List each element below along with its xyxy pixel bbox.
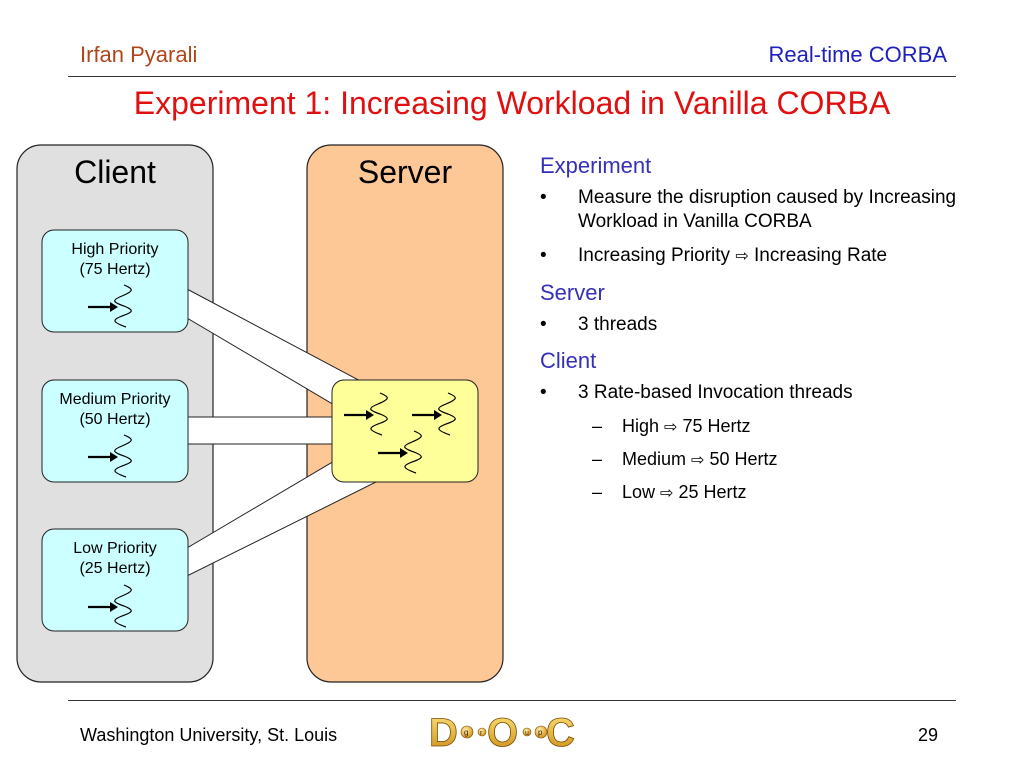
- logo-dot: [460, 725, 474, 739]
- server-label: Server: [358, 154, 453, 190]
- logo-dot: [477, 727, 487, 737]
- talk-topic: Real-time CORBA: [768, 42, 947, 67]
- sub-bullet-mark: –: [592, 416, 603, 436]
- sub-bullet-item: – High ⇨ 75 Hertz: [540, 415, 1000, 439]
- bullet-item: • 3 threads: [540, 313, 1000, 337]
- page-number: 29: [917, 725, 938, 745]
- section-heading-server: Server: [540, 280, 605, 305]
- bullet-item: • Measure the disruption caused by Incre…: [540, 186, 1000, 234]
- bullet-mark: •: [540, 187, 547, 208]
- sub-bullet-item: – Low ⇨ 25 Hertz: [540, 481, 1000, 505]
- thread-box-medium: [41, 379, 189, 483]
- logo-letter-u: u: [525, 730, 529, 737]
- thread-low-name: Low Priority: [73, 540, 157, 557]
- logo-letter-o: O: [487, 711, 518, 754]
- right-arrow-icon: ⇨: [735, 248, 749, 265]
- thread-low-rate: (25 Hertz): [79, 560, 150, 577]
- logo-letter-r: r: [480, 730, 483, 737]
- bullet-text: 3 threads: [578, 314, 658, 335]
- thread-medium-name: Medium Priority: [59, 391, 170, 408]
- slide-title: Experiment 1: Increasing Workload in Van…: [133, 85, 891, 121]
- sub-bullet-item: – Medium ⇨ 50 Hertz: [540, 448, 1000, 472]
- client-label: Client: [74, 154, 156, 190]
- sub-bullet-mark: –: [592, 482, 603, 502]
- section-heading-experiment: Experiment: [540, 153, 652, 178]
- bullet-text: Increasing Priority: [578, 245, 731, 266]
- section-heading-client: Client: [540, 348, 597, 373]
- thread-high-name: High Priority: [71, 241, 158, 258]
- sub-bullet-value: 75 Hertz: [682, 416, 751, 436]
- footer-institution: Washington University, St. Louis: [80, 725, 338, 745]
- logo-dot: [534, 725, 548, 739]
- thread-box-high: [41, 229, 189, 333]
- right-arrow-icon: ⇨: [664, 419, 678, 436]
- architecture-diagram: Client Server High Priority (75 Hertz) M…: [16, 144, 504, 683]
- bullet-item: • 3 Rate-based Invocation threads: [540, 381, 1000, 405]
- sub-bullet-label: Medium: [622, 449, 687, 469]
- connection-medium: [186, 416, 337, 445]
- logo-letter-p: p: [538, 728, 543, 737]
- sub-bullet-mark: –: [592, 449, 603, 469]
- logo-letter-d: D: [429, 711, 458, 754]
- logo-letter-c: C: [546, 711, 575, 754]
- bullet-mark: •: [540, 314, 547, 335]
- sub-bullet-label: High: [622, 416, 660, 436]
- footer-divider: [68, 700, 956, 701]
- bullet-panel: Experiment • Measure the disruption caus…: [540, 152, 1000, 514]
- thread-high-rate: (75 Hertz): [79, 261, 150, 278]
- logo-dot: [522, 727, 532, 737]
- doc-group-logo: D g r O u p C: [429, 711, 575, 754]
- bullet-mark: •: [540, 245, 547, 266]
- bullet-mark: •: [540, 382, 547, 403]
- thread-medium-rate: (50 Hertz): [79, 411, 150, 428]
- author-name: Irfan Pyarali: [80, 42, 198, 67]
- bullet-text: Increasing Rate: [754, 245, 888, 266]
- bullet-item: • Increasing Priority ⇨ Increasing Rate: [540, 244, 1000, 269]
- bullet-text: Measure the disruption caused by Increas…: [578, 187, 957, 232]
- thread-box-low: [41, 528, 189, 632]
- sub-bullet-value: 50 Hertz: [709, 449, 778, 469]
- sub-bullet-label: Low: [622, 482, 656, 502]
- right-arrow-icon: ⇨: [660, 485, 674, 502]
- header-divider: [68, 76, 956, 77]
- logo-letter-g: g: [464, 728, 468, 737]
- sub-bullet-value: 25 Hertz: [678, 482, 747, 502]
- right-arrow-icon: ⇨: [691, 452, 705, 469]
- bullet-text: 3 Rate-based Invocation threads: [578, 382, 853, 403]
